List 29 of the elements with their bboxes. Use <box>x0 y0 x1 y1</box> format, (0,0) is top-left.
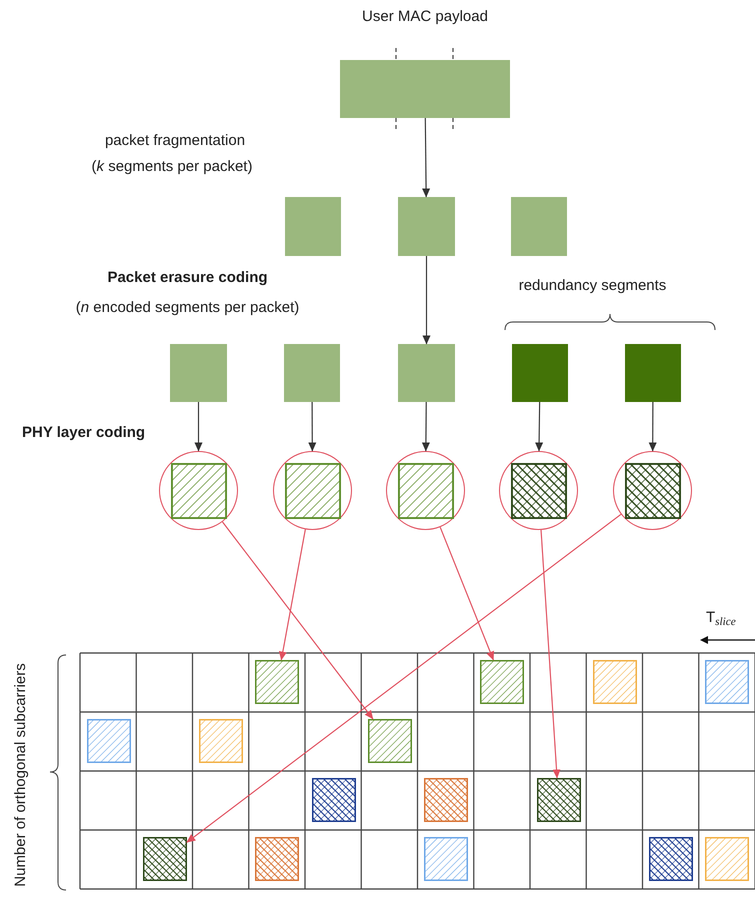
label-text: PHY layer coding <box>22 423 146 443</box>
segment-box <box>398 344 455 402</box>
label-text: (n encoded segments per packet) <box>74 298 300 318</box>
arrow <box>422 402 430 452</box>
label-text: Packet erasure coding <box>106 268 269 288</box>
arrow <box>194 402 202 452</box>
label-text: (k segments per packet) <box>90 157 254 177</box>
label-text: redundancy segments <box>518 276 668 296</box>
segment-box <box>625 344 681 402</box>
segment-box <box>284 344 340 402</box>
arrow <box>278 529 306 660</box>
segment-box <box>398 197 455 256</box>
label-text: T$_{slice}$ <box>706 608 737 628</box>
segment-box <box>170 344 227 402</box>
segment-box <box>511 197 567 256</box>
arrow <box>440 526 494 660</box>
arrow <box>422 118 430 198</box>
segment-box <box>285 197 341 256</box>
segment-box <box>512 344 568 402</box>
axis-label: Number of orthogonal subcarriers <box>11 662 30 889</box>
arrow <box>186 514 622 843</box>
heading-text: User MAC payload <box>362 8 488 26</box>
label-text: packet fragmentation <box>104 131 246 151</box>
arrow <box>308 402 316 452</box>
arrow <box>648 402 657 452</box>
arrow <box>535 402 544 452</box>
arrow <box>540 530 561 778</box>
arrow <box>222 522 374 720</box>
arrow <box>422 256 430 344</box>
